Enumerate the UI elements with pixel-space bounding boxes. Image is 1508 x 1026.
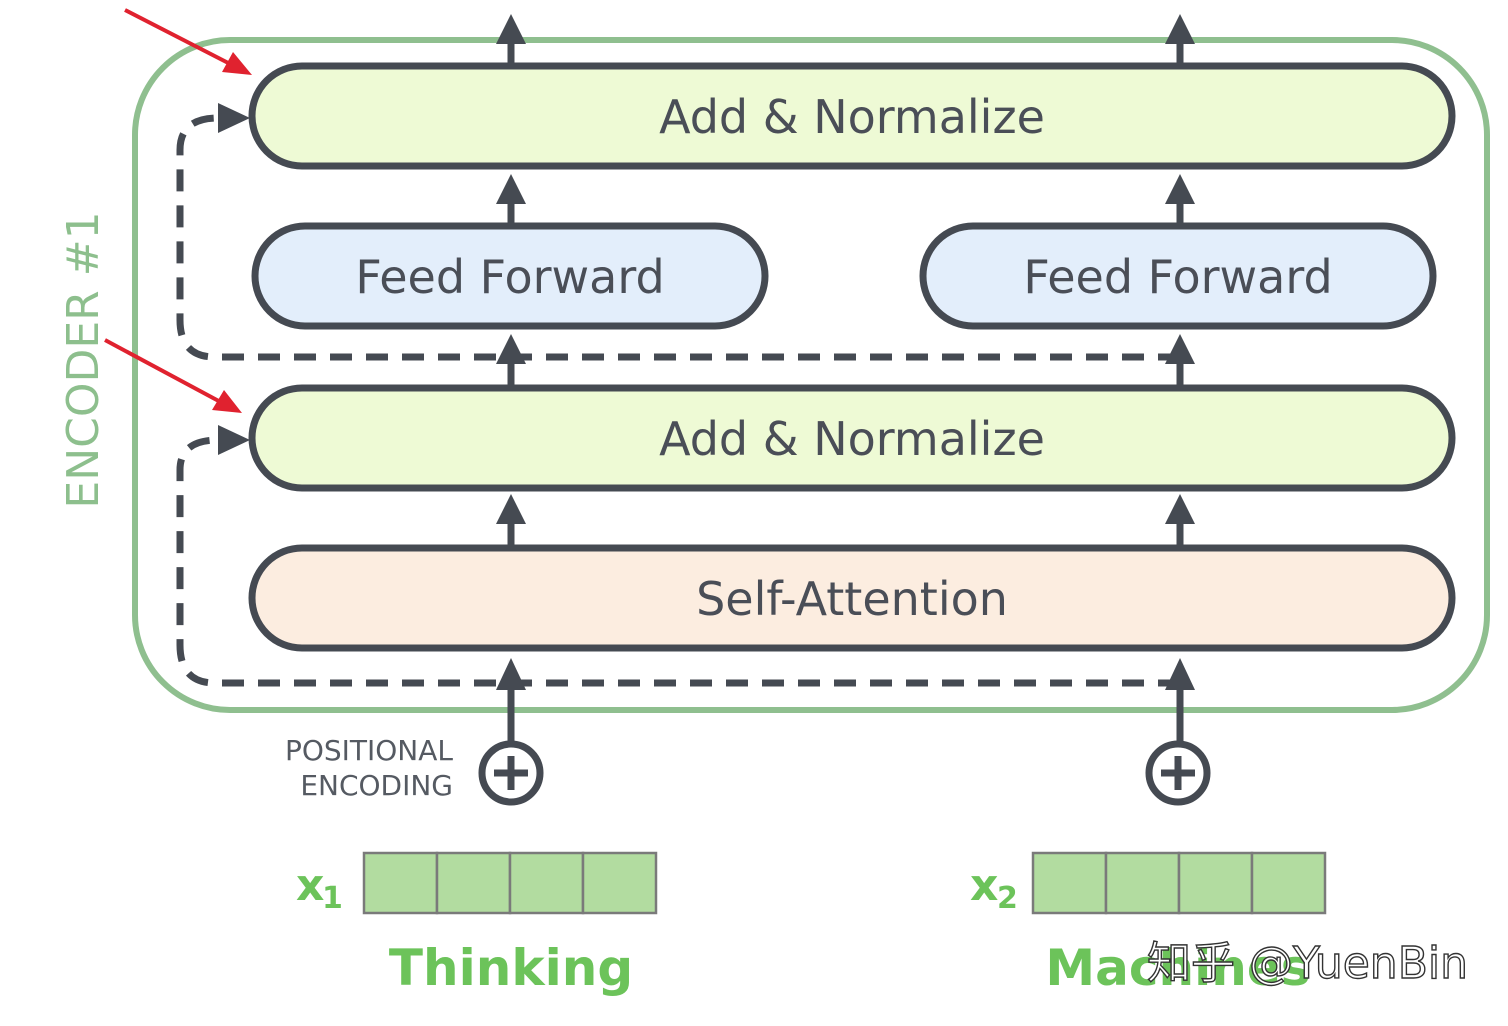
arrowhead-icon <box>496 14 526 44</box>
highlight-arrow-bottom <box>104 338 230 408</box>
arrowhead-icon <box>496 494 526 524</box>
self-attention-label: Self-Attention <box>696 572 1008 626</box>
feed-forward-left-label: Feed Forward <box>355 250 664 304</box>
watermark: 知乎 @YuenBin <box>1147 938 1468 989</box>
input-x1-symbol: x <box>296 860 324 911</box>
input-x1-subscript: 1 <box>322 881 343 916</box>
residual-arrowhead-lower <box>218 425 250 455</box>
input-word-thinking: Thinking <box>389 939 633 997</box>
arrowhead-icon <box>1165 174 1195 204</box>
input-word-machines: Machines <box>1045 939 1310 997</box>
residual-connections <box>176 114 1180 687</box>
positional-encoding-label-line1: POSITIONAL <box>285 734 453 767</box>
highlight-arrow-top <box>124 8 240 70</box>
arrowhead-icon <box>496 658 526 690</box>
flow-arrowheads <box>496 14 1195 690</box>
self-attention: Self-Attention <box>248 544 1456 652</box>
add-normalize-bottom: Add & Normalize <box>248 384 1456 492</box>
add-normalize-top-label: Add & Normalize <box>659 90 1045 144</box>
encoder-label: ENCODER #1 <box>58 211 109 508</box>
arrowhead-icon <box>496 174 526 204</box>
encoder-border <box>132 37 1490 713</box>
embedding-vector-x1 <box>362 851 658 915</box>
embedding-vector-x2 <box>1031 851 1327 915</box>
input-x2-subscript: 2 <box>997 881 1018 916</box>
feed-forward-right: Feed Forward <box>919 222 1437 330</box>
input-x2-symbol: x <box>970 860 998 911</box>
feed-forward-left: Feed Forward <box>251 222 769 330</box>
arrowhead-icon <box>1165 334 1195 364</box>
arrowhead-icon <box>496 334 526 364</box>
input-x2: x 2 Machines <box>970 851 1327 997</box>
arrowhead-icon <box>1165 14 1195 44</box>
input-x1: x 1 Thinking <box>296 851 658 997</box>
highlight-arrows <box>104 8 240 408</box>
add-normalize-bottom-label: Add & Normalize <box>659 412 1045 466</box>
plus-circle-icon <box>478 740 544 806</box>
residual-arrowhead-upper <box>218 103 250 133</box>
arrowhead-icon <box>1165 658 1195 690</box>
arrowhead-icon <box>1165 494 1195 524</box>
residual-path-lower <box>176 436 1180 687</box>
flow-arrows <box>507 40 1184 743</box>
plus-circle-icon <box>1145 740 1211 806</box>
highlight-arrowheads <box>212 52 252 413</box>
residual-path-upper <box>176 114 1180 361</box>
add-normalize-top: Add & Normalize <box>248 62 1456 170</box>
positional-encoding-label-line2: ENCODING <box>300 769 453 802</box>
feed-forward-right-label: Feed Forward <box>1023 250 1332 304</box>
